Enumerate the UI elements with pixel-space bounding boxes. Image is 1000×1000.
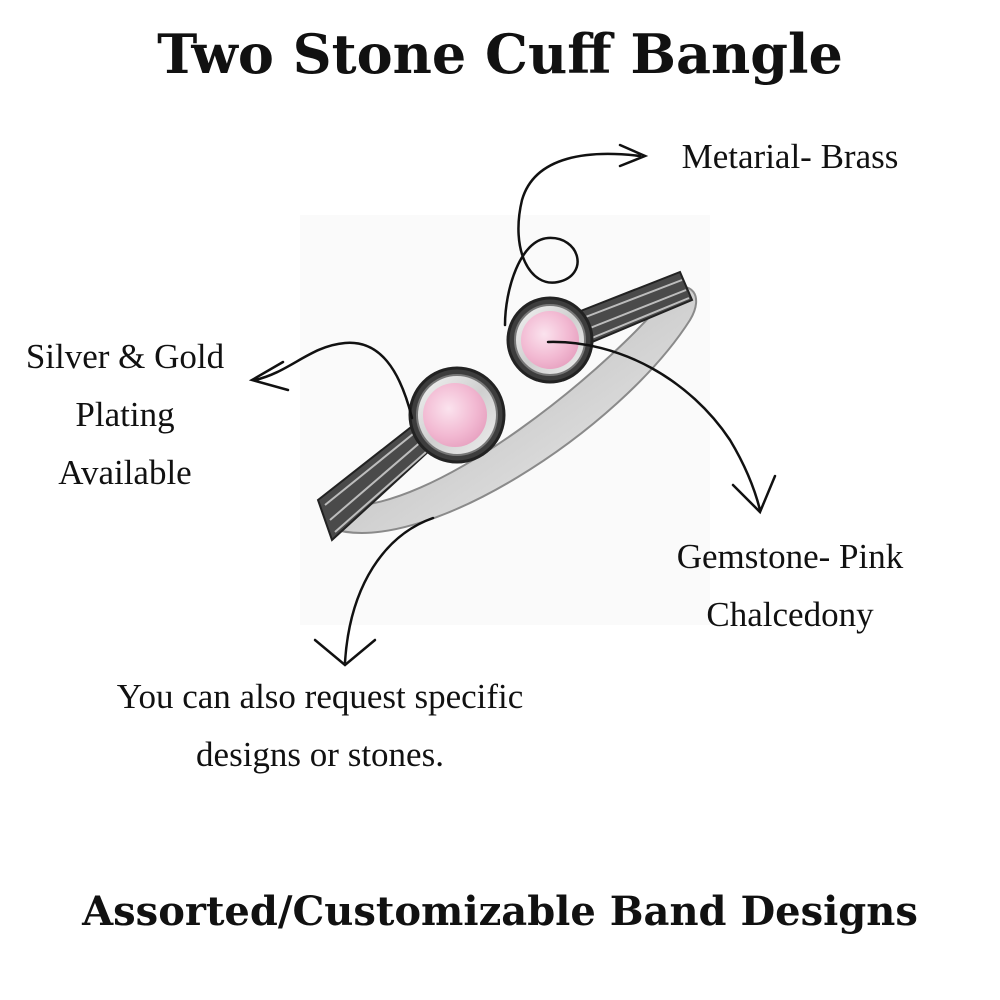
material-label: Metarial- Brass [640, 128, 940, 186]
plating-label: Silver & Gold Plating Available [0, 328, 250, 502]
gemstone-line-1: Gemstone- Pink [676, 537, 904, 576]
footer-title: Assorted/Customizable Band Designs [82, 888, 918, 935]
request-line-1: You can also request specific [116, 677, 524, 716]
arrow-material [503, 152, 642, 327]
gemstone-line-2: Chalcedony [706, 595, 874, 634]
arrow-plating [253, 341, 414, 420]
plating-line-1: Silver & Gold [25, 337, 225, 376]
request-line-2: designs or stones. [196, 735, 444, 774]
plating-line-3: Available [58, 453, 192, 492]
left-stone [408, 366, 506, 464]
arrow-request [343, 516, 435, 664]
plating-line-2: Plating [75, 395, 175, 434]
arrow-gemstone [546, 340, 762, 512]
material-text: Metarial- Brass [681, 137, 899, 176]
page-title: Two Stone Cuff Bangle [157, 22, 843, 86]
gemstone-label: Gemstone- Pink Chalcedony [630, 528, 950, 644]
request-label: You can also request specific designs or… [70, 668, 570, 784]
right-stone [506, 296, 594, 384]
